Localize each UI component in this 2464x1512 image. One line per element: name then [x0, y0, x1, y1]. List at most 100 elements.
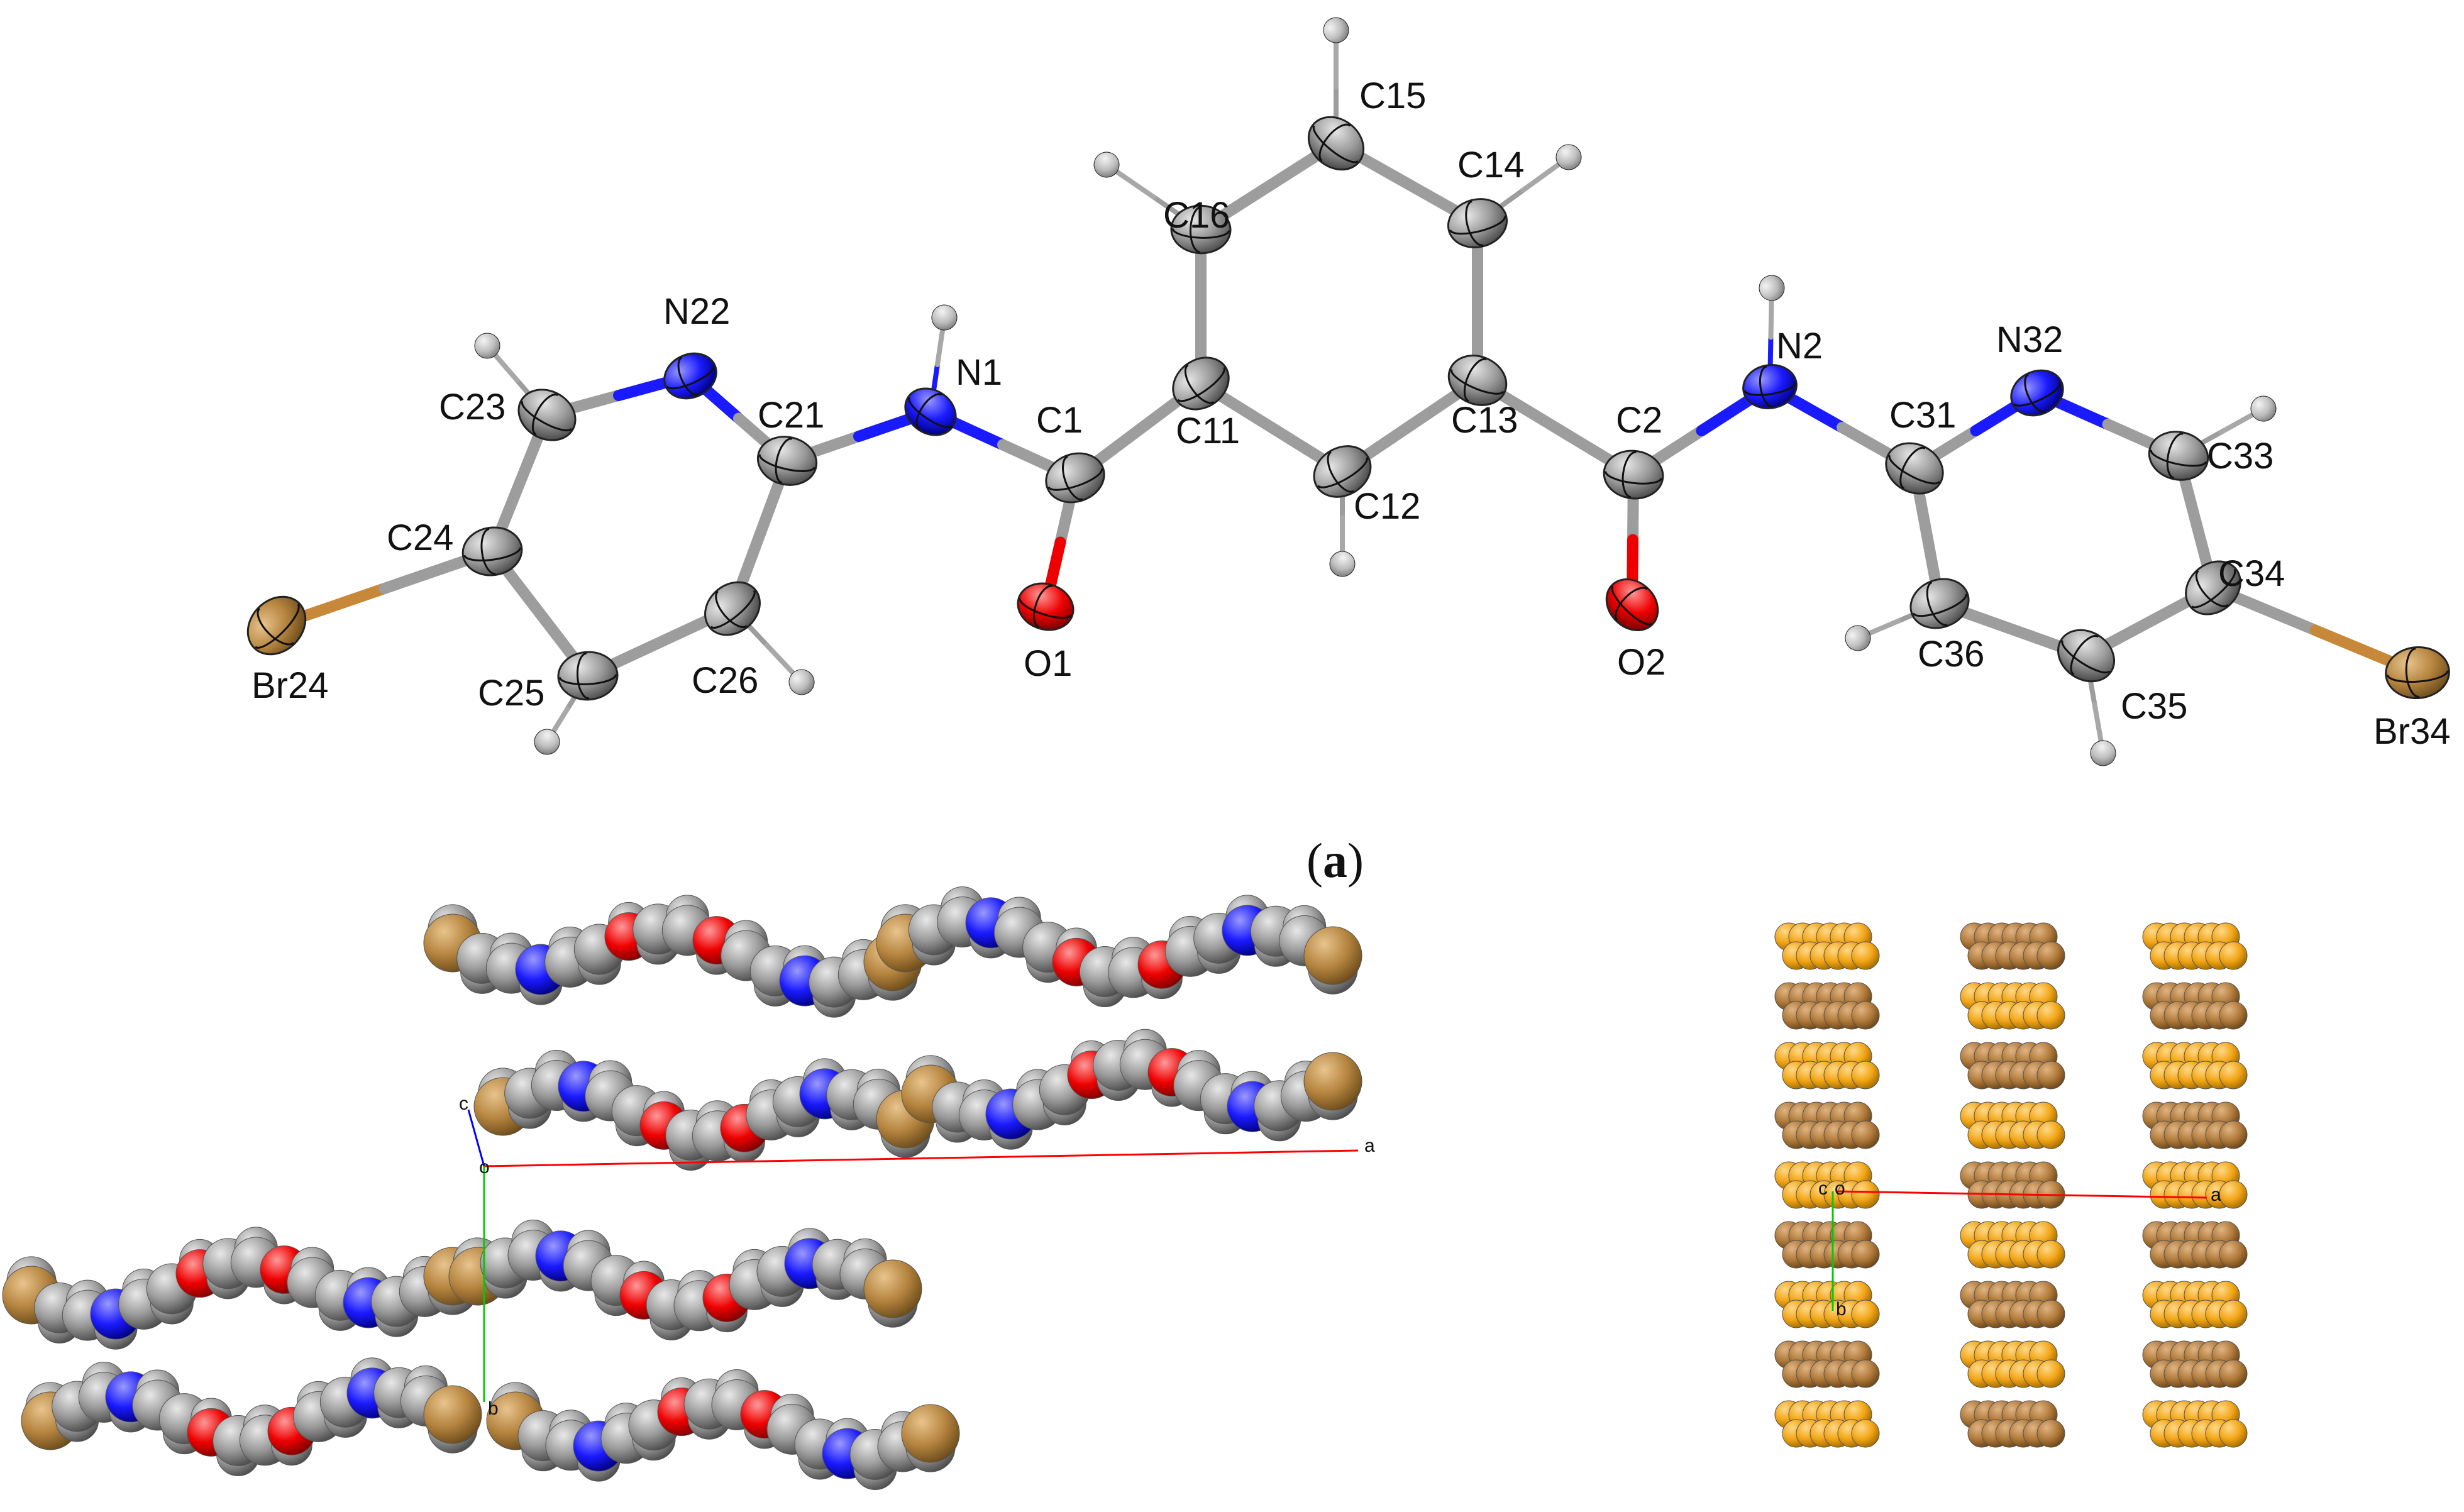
- origin-label-c: o: [1835, 1178, 1845, 1199]
- atom-c16: [1170, 204, 1232, 255]
- atom-ellipsoid: [1172, 356, 1230, 411]
- atom-c25: [557, 651, 619, 701]
- atom-label-c14: C14: [1457, 145, 1524, 185]
- orange-molecule-stack: [1774, 1400, 1880, 1448]
- atom-c11: [1172, 356, 1230, 411]
- atom-ellipsoid: [756, 436, 818, 486]
- ellipsoid-axis-1: [1912, 593, 1967, 617]
- atom-label-c36: C36: [1918, 634, 1984, 675]
- ellipsoid-axis-1: [908, 397, 953, 429]
- atom-n22: [663, 352, 717, 400]
- atom-c24: [461, 526, 523, 577]
- axis-a-line: [483, 1149, 1359, 1167]
- brown-molecule-stack: [1960, 1281, 2065, 1328]
- brown-molecule-stack: [1774, 1101, 1880, 1149]
- atom-label-c11: C11: [1176, 411, 1240, 451]
- atom-br24: [246, 595, 307, 656]
- atom-c14: [1447, 198, 1508, 248]
- stack-sphere: [2219, 1240, 2248, 1269]
- ellipsoid-axis-1: [521, 400, 573, 432]
- atom-ellipsoid: [1742, 364, 1798, 409]
- atom-h36: [1845, 625, 1871, 651]
- ellipsoid-axis-2: [1926, 581, 1948, 626]
- stack-sphere: [2219, 1120, 2248, 1149]
- ellipsoid-axis-2: [531, 394, 559, 436]
- stack-sphere: [1851, 1120, 1880, 1149]
- orange-molecule-stack: [1960, 1101, 2065, 1149]
- atom-c2: [1603, 450, 1664, 500]
- atom-o2: [1605, 578, 1659, 631]
- panel-c-stacking: a b c o: [1774, 922, 2248, 1448]
- ellipsoid-axis-1: [2386, 670, 2449, 683]
- ellipsoid-axis-2: [2070, 635, 2099, 676]
- stack-sphere: [2219, 1001, 2248, 1030]
- atom-ellipsoid: [1170, 204, 1232, 255]
- atom-ellipsoid: [931, 304, 958, 331]
- ellipsoid-axis-1: [1450, 368, 1505, 395]
- axis-b-label: b: [488, 1398, 499, 1419]
- ellipsoid-axis-1: [710, 590, 756, 629]
- atom-label-c26: C26: [692, 660, 758, 701]
- stack-sphere: [1851, 1300, 1880, 1328]
- ellipsoid-axis-2: [1759, 365, 1774, 408]
- atom-h15: [1323, 17, 1349, 43]
- atom-c26: [704, 581, 761, 636]
- stack-sphere: [2036, 1300, 2065, 1328]
- atom-c15: [1307, 116, 1365, 171]
- atom-ellipsoid: [1447, 198, 1508, 248]
- ellipsoid-axis-1: [2150, 450, 2207, 467]
- atom-ellipsoid: [1909, 578, 1970, 629]
- brown-molecule-stack: [1774, 982, 1880, 1030]
- atom-n2: [1742, 364, 1798, 409]
- bromine-sphere: [1303, 926, 1362, 985]
- ellipsoid-axis-2: [1621, 451, 1637, 499]
- space-filling-molecules: [2, 886, 1362, 1490]
- atom-ellipsoid: [2010, 369, 2064, 417]
- ellipsoid-axis-1: [1888, 455, 1940, 485]
- stack-sphere: [2036, 1120, 2065, 1149]
- orange-molecule-stack: [2142, 1281, 2248, 1328]
- atom-ellipsoid: [557, 651, 619, 701]
- atom-ellipsoid: [2250, 395, 2277, 422]
- atom-n1: [904, 387, 957, 436]
- ellipsoid-axis-1: [1611, 585, 1652, 626]
- stack-sphere: [1851, 1419, 1880, 1448]
- ellipsoid-axis-2: [2405, 648, 2419, 698]
- ellipsoid-axis-2: [2195, 570, 2229, 607]
- ellipsoid-axis-1: [1449, 216, 1506, 235]
- atom-h33: [2250, 395, 2277, 422]
- atom-ellipsoid: [474, 333, 500, 359]
- axis-c-label: c: [459, 1093, 468, 1114]
- ellipsoid-axis-2: [2166, 433, 2184, 479]
- bromine-sphere: [863, 1259, 922, 1318]
- orange-molecule-stack: [1774, 1042, 1880, 1090]
- panel-a-molecule: Br24C24C23N22C21C26C25N1C1O1C11C16C15C14…: [246, 17, 2451, 888]
- ellipsoid-axis-1: [1171, 228, 1230, 239]
- atom-c35: [2057, 629, 2115, 683]
- stack-sphere: [2219, 1180, 2248, 1209]
- stack-sphere: [1851, 1001, 1880, 1030]
- ellipsoid-axis-1: [2191, 568, 2236, 609]
- atom-c31: [1885, 442, 1944, 495]
- ellipsoid-axis-2: [1463, 358, 1487, 402]
- ellipsoid-axis-1: [463, 547, 521, 561]
- atom-label-n1: N1: [956, 352, 1002, 393]
- orange-molecule-stack: [2142, 922, 2248, 970]
- brown-molecule-stack: [2142, 1340, 2248, 1388]
- ellipsoid-axis-1: [2013, 382, 2062, 407]
- atom-ellipsoid: [1845, 625, 1871, 651]
- orange-molecule-stack: [1774, 1161, 1880, 1209]
- atom-c21: [756, 436, 818, 486]
- atom-label-c15: C15: [1359, 75, 1426, 116]
- brown-molecule-stack: [1960, 1042, 2065, 1090]
- atom-label-c13: C13: [1451, 400, 1518, 441]
- atom-ellipsoid: [1759, 275, 1785, 301]
- ellipsoid-axis-1: [558, 674, 617, 685]
- atom-ellipsoid: [2385, 646, 2450, 700]
- ellipsoid-axis-2: [1033, 585, 1053, 628]
- atom-ellipsoid: [246, 595, 307, 656]
- atom-label-c21: C21: [758, 395, 824, 436]
- space-filling-molecule: [423, 895, 922, 1018]
- atom-c13: [1447, 355, 1508, 406]
- atom-label-c31: C31: [1889, 395, 1956, 436]
